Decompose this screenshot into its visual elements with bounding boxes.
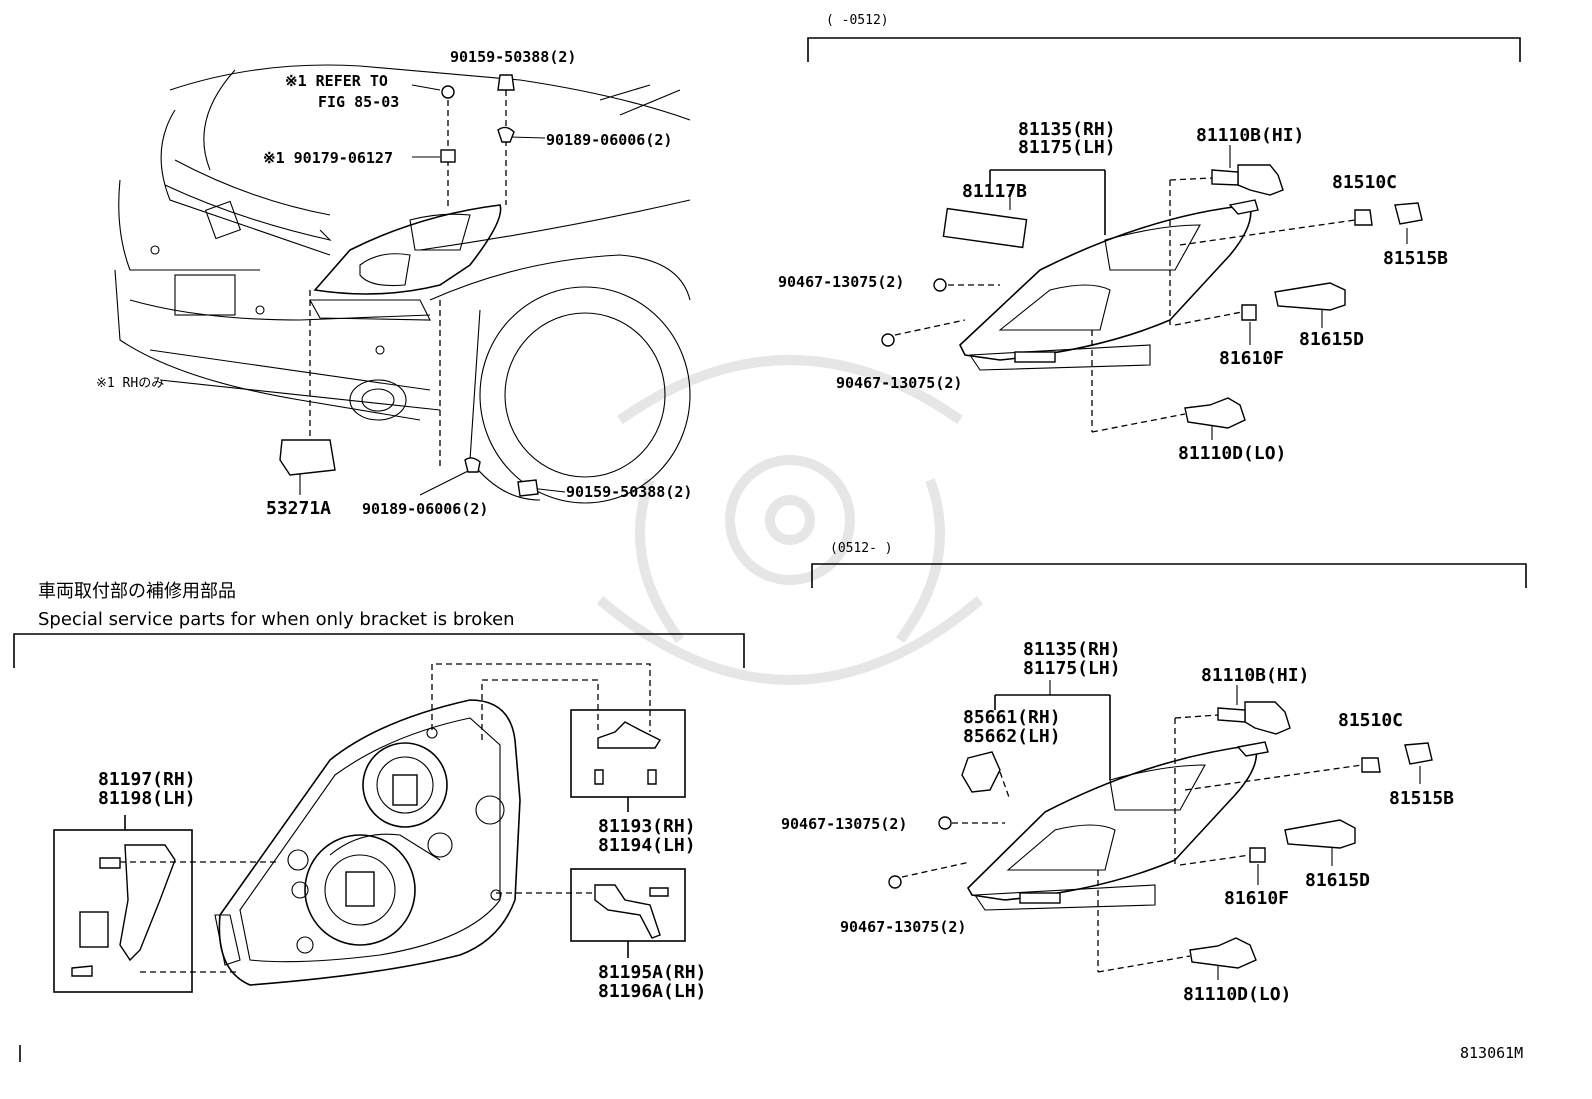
lower-range-bracket: (0512- ) [811, 541, 1527, 588]
refer-fig-note: FIG 85-03 [318, 93, 399, 111]
part-81135-lower: 81135(RH) [1023, 639, 1121, 660]
part-90467-b: 90467-13075(2) [836, 374, 962, 392]
upper-range-bracket: ( -0512) [807, 13, 1521, 62]
watermark [596, 355, 984, 685]
section-title-en: Special service parts for when only brac… [38, 609, 515, 630]
lower-headlamp [888, 680, 1433, 980]
part-81194: 81194(LH) [598, 835, 696, 856]
part-81193: 81193(RH) [598, 816, 696, 837]
part-81198: 81198(LH) [98, 788, 196, 809]
part-81117B: 81117B [962, 181, 1027, 202]
upper-right-labels: 81135(RH) 81175(LH) 81110B(HI) 81117B 81… [778, 119, 1448, 464]
part-90179: ※1 90179-06127 [263, 149, 393, 167]
refer-to-note: ※1 REFER TO [285, 72, 388, 90]
bracket-section: 車両取付部の補修用部品 Special service parts for wh… [13, 581, 745, 668]
part-81175-lower: 81175(LH) [1023, 658, 1121, 679]
part-81195A: 81195A(RH) [598, 962, 706, 983]
part-90159-bottom: 90159-50388(2) [566, 483, 692, 501]
lower-range-label: (0512- ) [830, 541, 893, 556]
bracket-boxes [53, 663, 686, 993]
part-81610F-lower: 81610F [1224, 888, 1289, 909]
top-left-labels: 90159-50388(2) ※1 REFER TO FIG 85-03 901… [96, 48, 692, 519]
part-81615D-lower: 81615D [1305, 870, 1370, 891]
vehicle-front-view [114, 64, 691, 504]
lower-right-labels: 81135(RH) 81175(LH) 81110B(HI) 85661(RH)… [781, 639, 1454, 1005]
headlamp-rear-view [214, 699, 521, 986]
part-81196A: 81196A(LH) [598, 981, 706, 1002]
part-81615D: 81615D [1299, 329, 1364, 350]
part-81515B-lower: 81515B [1389, 788, 1454, 809]
top-left-leaders [279, 74, 566, 497]
part-90467-a: 90467-13075(2) [778, 273, 904, 291]
part-81110D-lower: 81110D(LO) [1183, 984, 1291, 1005]
rh-only-note: ※1 RHのみ [96, 376, 164, 391]
part-81110D: 81110D(LO) [1178, 443, 1286, 464]
part-81110B: 81110B(HI) [1196, 125, 1304, 146]
part-81197: 81197(RH) [98, 769, 196, 790]
part-81515B: 81515B [1383, 248, 1448, 269]
part-81175: 81175(LH) [1018, 137, 1116, 158]
part-90159-top: 90159-50388(2) [450, 48, 576, 66]
part-90189-bottom: 90189-06006(2) [362, 500, 488, 518]
part-81610F: 81610F [1219, 348, 1284, 369]
part-81510C: 81510C [1332, 172, 1397, 193]
part-90467-b-lower: 90467-13075(2) [840, 918, 966, 936]
part-90189-top: 90189-06006(2) [546, 131, 672, 149]
part-53271A: 53271A [266, 498, 331, 519]
part-85662: 85662(LH) [963, 726, 1061, 747]
figure-code: 813061M [1460, 1044, 1523, 1062]
section-title-jp: 車両取付部の補修用部品 [38, 581, 236, 602]
part-85661: 85661(RH) [963, 707, 1061, 728]
upper-headlamp [881, 145, 1423, 440]
part-81510C-lower: 81510C [1338, 710, 1403, 731]
part-81110B-lower: 81110B(HI) [1201, 665, 1309, 686]
part-81135: 81135(RH) [1018, 119, 1116, 140]
part-90467-a-lower: 90467-13075(2) [781, 815, 907, 833]
upper-range-label: ( -0512) [826, 13, 889, 28]
bracket-labels: 81197(RH) 81198(LH) 81193(RH) 81194(LH) … [98, 769, 706, 1002]
